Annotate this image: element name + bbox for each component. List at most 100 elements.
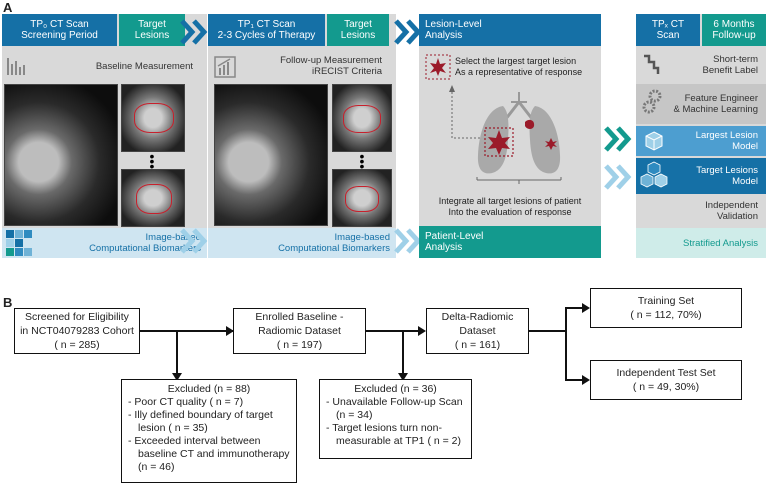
multi-cube-icon [640, 161, 668, 188]
connector-delta-split [528, 330, 566, 332]
panel-baseline: TP₀ CT Scan Screening Period Target Lesi… [2, 14, 207, 258]
panel4-row4-line2: Model [732, 176, 758, 187]
panel1-header-line2: Screening Period [21, 30, 98, 41]
heatmap-grid-icon [6, 230, 32, 256]
panel4-row4-line1: Target Lesions [696, 165, 758, 176]
screened-line3: ( n = 285) [54, 339, 100, 351]
panel2-lesion-image-top [332, 84, 392, 152]
section-b-label: B [3, 295, 13, 310]
panel4-row1-line2: Benefit Label [702, 65, 758, 76]
panel3-select-text: Select the largest target lesion As a re… [455, 56, 582, 78]
panel2-header-lesions: Target Lesions [327, 14, 389, 46]
excluded-box-1: Excluded (n = 88) - Poor CT quality ( n … [121, 379, 297, 483]
panel2-ct-image [214, 84, 328, 226]
excluded1-item: - Exceeded interval between baseline CT … [128, 435, 290, 473]
panel1-lesions-line2: Lesions [134, 30, 170, 41]
screened-box: Screened for Eligibility in NCT04079283 … [14, 308, 140, 354]
connector-enrolled-delta [365, 330, 424, 332]
enrolled-box: Enrolled Baseline - Radiomic Dataset ( n… [233, 308, 366, 354]
screened-line2: in NCT04079283 Cohort [20, 325, 134, 337]
single-cube-icon [645, 131, 663, 151]
panel1-biomarkers-bar: Image-based Computational Biomarkers [2, 228, 207, 258]
lungs-diagram-icon [449, 85, 562, 184]
panel-analysis: Lesion-Level Analysis Select the largest… [419, 14, 601, 258]
chevron-arrow-bottom-2 [394, 228, 422, 254]
panel2-lesions-line2: Lesions [340, 30, 376, 41]
panel1-lesion-image-top [121, 84, 185, 152]
arrowhead-6 [582, 375, 590, 385]
test-box: Independent Test Set ( n = 49, 30%) [590, 360, 742, 400]
panel4-followup-line1: 6 Months [713, 19, 755, 30]
panel2-biomarkers-bar: Image-based Computational Biomarkers [208, 228, 396, 258]
panel4-row-feature: Feature Engineer & Machine Learning [636, 84, 766, 124]
connector-split-vertical [565, 307, 567, 380]
panel3-header-line2: Analysis [425, 30, 463, 41]
training-line1: Training Set [637, 295, 695, 307]
panel1-measure-label: Baseline Measurement [95, 61, 193, 72]
arrowhead-2 [172, 373, 182, 381]
excluded-box-2: Excluded (n = 36) - Unavailable Follow-u… [319, 379, 472, 459]
chevron-arrow-bottom-1 [180, 228, 208, 254]
panel4-followup-line2: Follow-up [712, 30, 756, 41]
panel1-biomarker-line1: Image-based [145, 232, 201, 243]
panel3-integrate-text: Integrate all target lesions of patient … [419, 196, 601, 218]
panel4-header-line1: TPₓ CT [651, 19, 685, 30]
section-a-label: A [3, 0, 13, 15]
panel2-lesion-image-bottom [332, 169, 392, 227]
training-box: Training Set ( n = 112, 70%) [590, 288, 742, 328]
panel4-row6-label: Stratified Analysis [683, 237, 758, 249]
panel3-header: Lesion-Level Analysis [419, 14, 601, 46]
training-line2: ( n = 112, 70%) [630, 309, 702, 321]
panel3-integrate-line2: Into the evaluation of response [448, 207, 572, 217]
arrowhead-5 [582, 303, 590, 313]
test-line2: ( n = 49, 30%) [632, 381, 700, 393]
delta-box: Delta-Radiomic Dataset ( n = 161) [426, 308, 529, 354]
panel1-ellipsis: ••• [149, 148, 155, 174]
enrolled-line1: Enrolled Baseline - [255, 311, 344, 323]
panel3-integrate-line1: Integrate all target lesions of patient [438, 196, 582, 206]
connector-to-test [565, 379, 587, 381]
panel4-row2-line1: Feature Engineer [684, 93, 758, 104]
panel1-lesions-line1: Target [138, 19, 166, 30]
panel2-measure-line2: iRECIST Criteria [311, 66, 382, 77]
panel4-row5-line1: Independent [705, 200, 758, 211]
panel2-biomarker-line1: Image-based [334, 232, 390, 243]
panel1-header-scan: TP₀ CT Scan Screening Period [2, 14, 117, 46]
selected-lesion-icon [425, 54, 451, 80]
panel4-header-line2: Scan [656, 30, 680, 41]
excluded2-item: - Unavailable Follow-up Scan (n = 34) [326, 396, 463, 421]
chevron-arrow-top-1 [180, 19, 208, 45]
panel1-biomarker-line2: Computational Biomarkers [89, 243, 201, 254]
panel3-footer-line2: Analysis [425, 242, 463, 253]
panel1-header-line1: TP₀ CT Scan [30, 19, 89, 30]
panel1-header-lesions: Target Lesions [119, 14, 185, 46]
arrowhead-4 [398, 373, 408, 381]
bar-chart-icon [7, 58, 25, 75]
test-line1: Independent Test Set [616, 367, 716, 379]
screened-line1: Screened for Eligibility [25, 311, 129, 323]
panel4-row2-line2: & Machine Learning [673, 104, 759, 115]
arrowhead-3 [418, 326, 426, 336]
panel3-select-line2: As a representative of response [455, 67, 583, 77]
chevron-arrow-top-2 [394, 19, 422, 45]
trend-chart-icon [214, 56, 236, 78]
panel2-biomarker-line2: Computational Biomarkers [278, 243, 390, 254]
panel4-header-followup: 6 Months Follow-up [702, 14, 766, 46]
panel4-row5-line2: Validation [716, 211, 758, 222]
panel2-header-line1: TP₁ CT Scan [237, 19, 296, 30]
excluded1-title: Excluded (n = 88) [167, 383, 251, 395]
panel2-ellipsis: ••• [359, 148, 365, 174]
panel2-measure-label: Follow-up Measurement iRECIST Criteria [280, 55, 382, 77]
chevron-arrow-mid-top [604, 126, 632, 152]
panel1-lesion-image-bottom [121, 169, 185, 227]
delta-line1: Delta-Radiomic [441, 311, 514, 323]
panel4-row3-line1: Largest Lesion [695, 130, 758, 141]
panel4-header-scan: TPₓ CT Scan [636, 14, 700, 46]
panel4-row3-line2: Model [732, 141, 758, 152]
connector-to-training [565, 307, 587, 309]
panel2-lesions-line1: Target [344, 19, 372, 30]
delta-line2: Dataset [459, 325, 496, 337]
panel-followup: TP₁ CT Scan 2-3 Cycles of Therapy Target… [208, 14, 396, 258]
panel3-select-line1: Select the largest target lesion [455, 56, 577, 66]
excluded2-item: - Target lesions turn non-measurable at … [326, 422, 461, 447]
